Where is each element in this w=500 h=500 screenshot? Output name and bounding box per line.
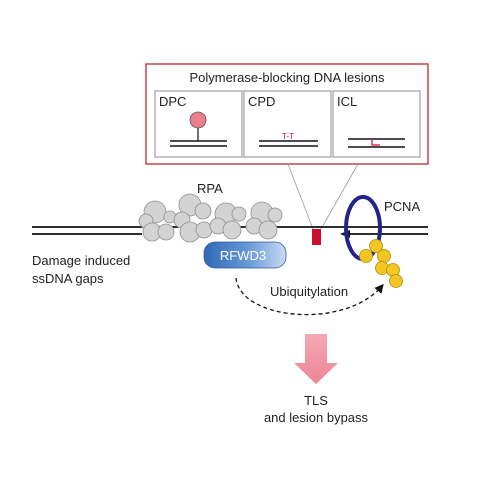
gaps-label-line1: Damage induced (32, 253, 130, 268)
outcome-label-line1: TLS (304, 393, 328, 408)
rfwd3-protein: RFWD3 (203, 241, 287, 269)
subpanel-icl-label: ICL (337, 94, 357, 109)
pcna-label: PCNA (384, 199, 420, 214)
rpa-label: RPA (197, 181, 223, 196)
rpa-cluster-2 (173, 193, 213, 243)
rfwd3-label: RFWD3 (220, 248, 266, 263)
rpa-cluster-4 (245, 201, 283, 240)
subpanel-dpc: DPC (154, 90, 243, 158)
subpanel-dpc-label: DPC (159, 94, 186, 109)
ubiquitylation-arrow (235, 277, 384, 316)
tls-downward-arrow (294, 334, 338, 384)
subpanel-icl: ICL (332, 90, 421, 158)
lesion-panel-title: Polymerase-blocking DNA lesions (189, 70, 385, 85)
icl-crosslink-mark (371, 139, 380, 146)
subpanel-cpd-label: CPD (248, 94, 275, 109)
subpanel-icl-frame (332, 90, 421, 158)
dpc-protein-adduct (189, 111, 207, 129)
gaps-label-line2: ssDNA gaps (32, 271, 104, 286)
ubiquitylation-label: Ubiquitylation (270, 284, 348, 299)
outcome-label-line2: and lesion bypass (264, 410, 369, 425)
rpa-cluster-3 (209, 202, 247, 240)
callout-line-right (320, 163, 359, 230)
rpa-cluster-1 (138, 200, 177, 242)
ubiquitin-1 (369, 239, 383, 253)
subpanel-cpd: CPD T-T (243, 90, 332, 158)
rfwd3-shape (203, 241, 287, 269)
callout-line-left (287, 163, 314, 230)
rpa-coated-ssdna (138, 193, 283, 243)
ubiquitin-chain (359, 239, 403, 288)
ubiquitin-3 (377, 249, 391, 263)
ubiquitin-2 (359, 249, 373, 263)
cpd-thymine-dimer-mark: T-T (282, 132, 294, 141)
ubiquitin-6 (389, 274, 403, 288)
dna-lesion-marker (312, 229, 321, 245)
